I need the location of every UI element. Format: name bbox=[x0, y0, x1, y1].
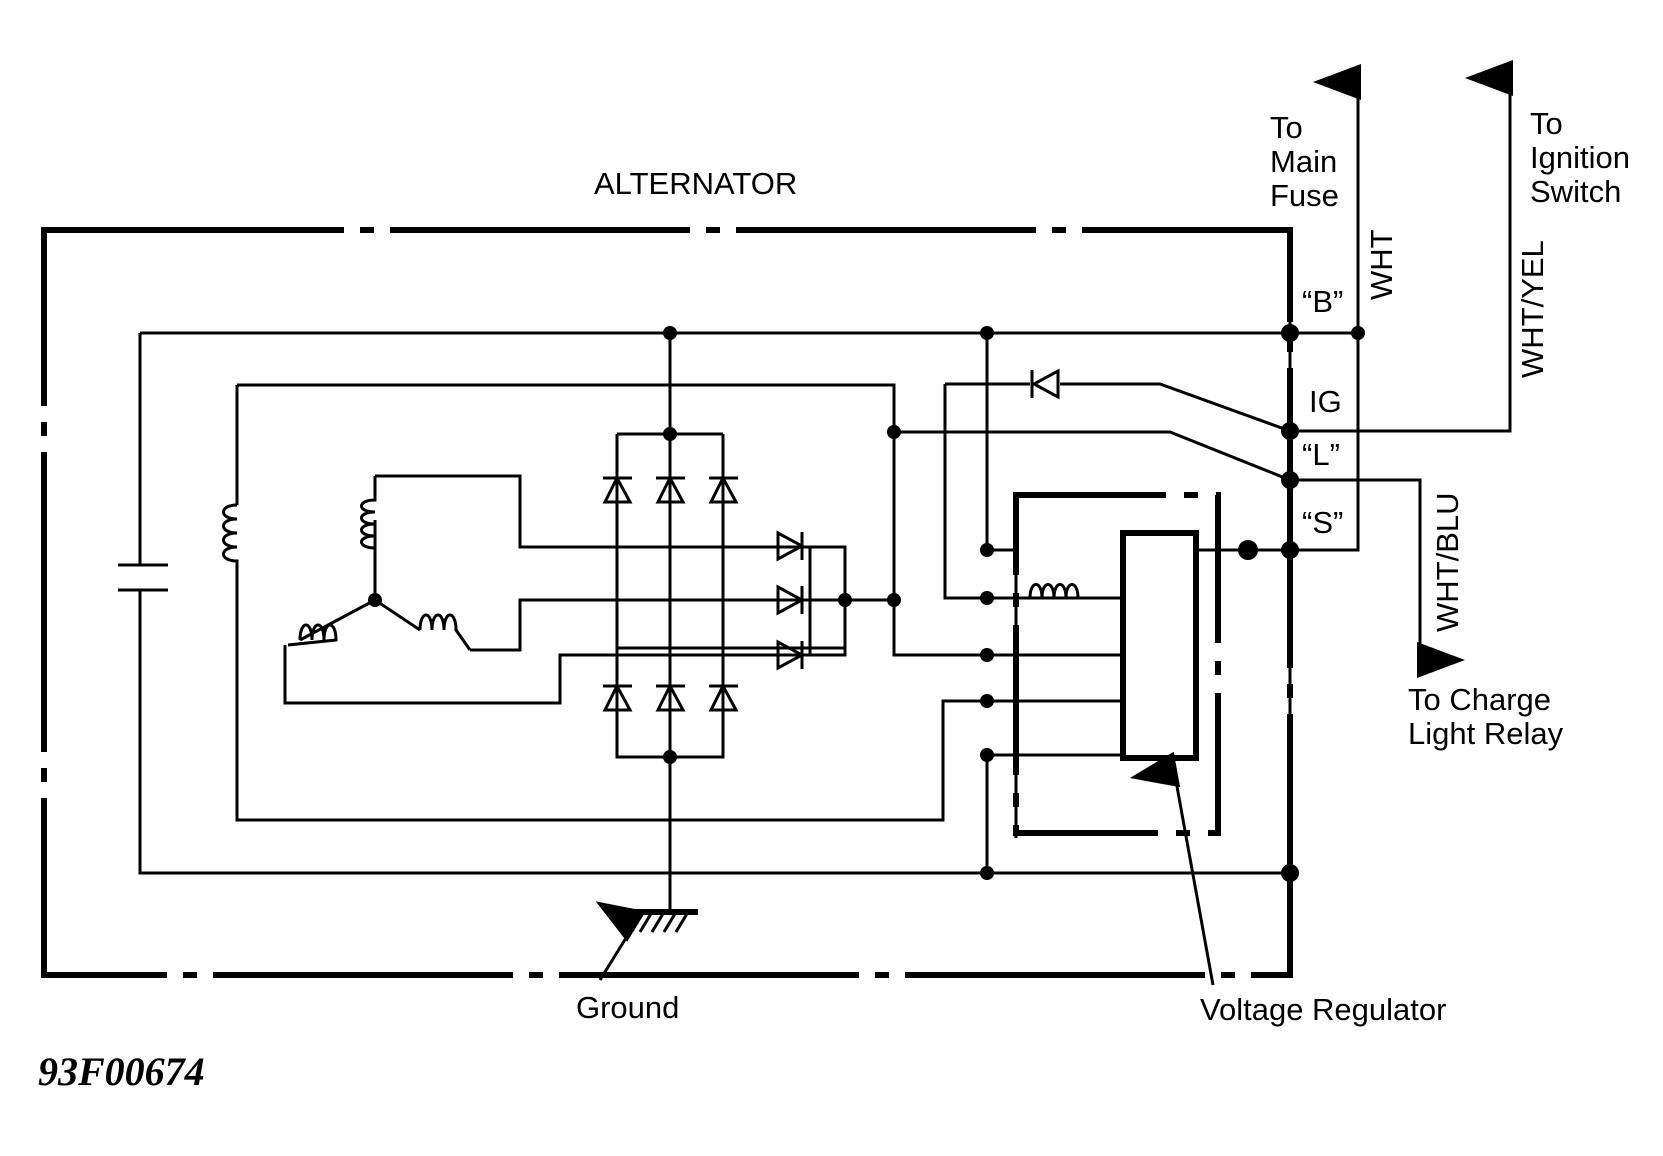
dest-charge-line-1: To Charge bbox=[1408, 682, 1551, 717]
rotor-field-coil bbox=[222, 503, 239, 575]
dest-ignition-line-3: Switch bbox=[1530, 174, 1621, 209]
stator-coil-b bbox=[287, 623, 338, 647]
alternator-title: ALTERNATOR bbox=[594, 166, 797, 201]
junction-dots bbox=[368, 324, 1365, 882]
callout-leaders bbox=[595, 751, 1215, 986]
dest-charge-line-2: Light Relay bbox=[1408, 716, 1564, 751]
ground-label: Ground bbox=[576, 990, 679, 1025]
ig-diode bbox=[1030, 368, 1060, 400]
dest-main-fuse-line-3: Fuse bbox=[1270, 178, 1339, 213]
alternator-housing bbox=[41, 227, 1293, 978]
dest-charge-light-relay: To Charge Light Relay bbox=[1408, 682, 1564, 751]
trio-diodes bbox=[776, 530, 806, 671]
dest-main-fuse-line-2: Main bbox=[1270, 144, 1337, 179]
terminal-b-label: “B” bbox=[1302, 284, 1343, 319]
voltage-regulator-module bbox=[1013, 492, 1221, 836]
stator-coil-c bbox=[418, 613, 472, 651]
voltage-regulator-label: Voltage Regulator bbox=[1200, 992, 1446, 1027]
wire-color-wht-yel: WHT/YEL bbox=[1515, 240, 1550, 378]
wire-color-wht: WHT bbox=[1364, 229, 1399, 300]
stator-coil-a bbox=[360, 476, 377, 560]
terminal-l-label: “L” bbox=[1302, 437, 1340, 472]
figure-code: 93F00674 bbox=[38, 1049, 205, 1094]
dest-ignition-line-1: To bbox=[1530, 106, 1563, 141]
terminal-ig-label: IG bbox=[1309, 384, 1342, 419]
dest-ignition-switch: To Ignition Switch bbox=[1530, 106, 1630, 209]
dest-ignition-line-2: Ignition bbox=[1530, 140, 1630, 175]
terminal-s-label: “S” bbox=[1302, 505, 1343, 540]
regulator-coil bbox=[1028, 583, 1080, 599]
dest-main-fuse-line-1: To bbox=[1270, 110, 1303, 145]
ground-symbol bbox=[626, 909, 698, 933]
wire-color-wht-blu: WHT/BLU bbox=[1430, 493, 1465, 633]
dest-main-fuse: To Main Fuse bbox=[1270, 110, 1339, 213]
rectifier-diodes bbox=[602, 474, 739, 712]
